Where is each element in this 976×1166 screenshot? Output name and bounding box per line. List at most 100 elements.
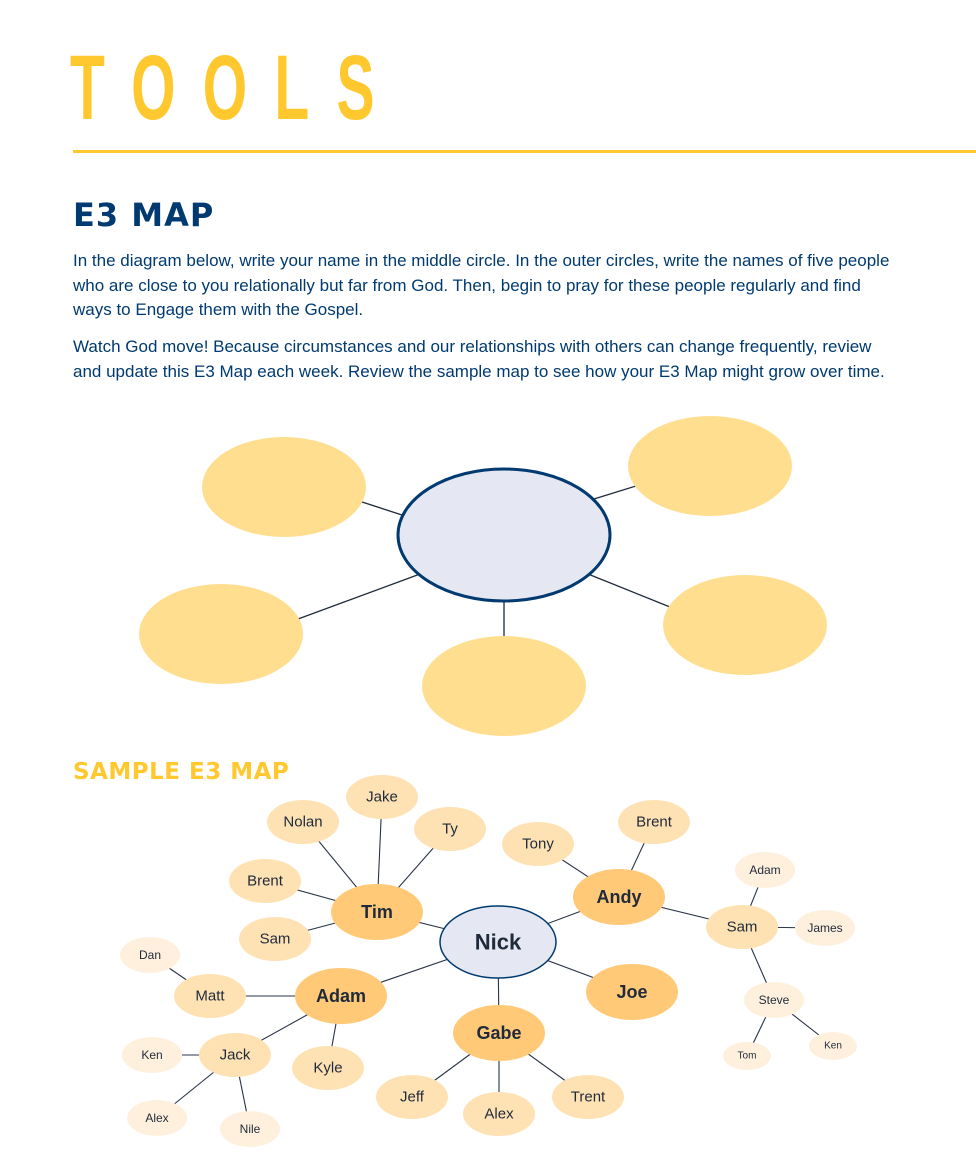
node-ty: Ty — [414, 807, 486, 851]
node-bubble — [346, 775, 418, 819]
node-label: Nile — [240, 1122, 261, 1136]
node-nolan: Nolan — [267, 800, 339, 844]
node-bubble — [376, 1075, 448, 1119]
node-brent1: Brent — [229, 859, 301, 903]
node-label: Nick — [475, 930, 522, 955]
node-bubble — [331, 884, 423, 940]
node-bubble — [439, 905, 557, 979]
blank-outer-circle[interactable] — [663, 575, 827, 675]
node-sam2: Sam — [706, 905, 778, 949]
blank-connector — [358, 500, 403, 516]
node-jake: Jake — [346, 775, 418, 819]
blank-center-circle[interactable] — [396, 467, 612, 603]
node-label: Brent — [247, 873, 284, 890]
node-alex1: Alex — [463, 1092, 535, 1136]
node-tony: Tony — [502, 822, 574, 866]
sample-map-title: SAMPLE E3 MAP — [73, 759, 290, 785]
node-adam1: Adam — [295, 968, 387, 1024]
node-dan: Dan — [120, 937, 180, 973]
blank-outer-circle[interactable] — [628, 416, 792, 516]
node-gabe: Gabe — [453, 1005, 545, 1061]
blank-connector — [593, 485, 637, 500]
node-label: Sam — [260, 931, 291, 948]
blank-outer-circle[interactable] — [422, 636, 586, 736]
node-tom: Tom — [723, 1042, 771, 1070]
node-label: Trent — [571, 1089, 606, 1106]
node-bubble — [453, 1005, 545, 1061]
node-label: Nolan — [283, 814, 322, 831]
node-label: Ty — [442, 821, 458, 838]
node-bubble — [573, 869, 665, 925]
node-bubble — [292, 1046, 364, 1090]
node-label: Matt — [195, 988, 225, 1005]
node-bubble — [122, 1037, 182, 1073]
node-label: Jake — [366, 789, 398, 806]
blank-outer-circle[interactable] — [139, 584, 303, 684]
node-bubble — [795, 910, 855, 946]
node-bubble — [744, 982, 804, 1018]
node-label: Alex — [145, 1111, 168, 1125]
node-sam1: Sam — [239, 917, 311, 961]
node-label: Jeff — [400, 1089, 425, 1106]
node-bubble — [463, 1092, 535, 1136]
node-adam2: Adam — [735, 852, 795, 888]
node-tim: Tim — [331, 884, 423, 940]
blank-outer-circle[interactable] — [202, 437, 366, 537]
node-james: James — [795, 910, 855, 946]
node-matt: Matt — [174, 974, 246, 1018]
node-alex2: Alex — [127, 1100, 187, 1136]
node-label: Alex — [484, 1106, 514, 1123]
node-label: Andy — [597, 887, 642, 907]
node-bubble — [414, 807, 486, 851]
node-bubble — [229, 859, 301, 903]
node-label: Ken — [824, 1041, 842, 1052]
blank-connector — [297, 573, 421, 620]
node-bubble — [618, 800, 690, 844]
node-bubble — [586, 964, 678, 1020]
node-bubble — [127, 1100, 187, 1136]
node-trent: Trent — [552, 1075, 624, 1119]
title-divider — [73, 150, 976, 153]
node-bubble — [239, 917, 311, 961]
node-bubble — [174, 974, 246, 1018]
node-joe: Joe — [586, 964, 678, 1020]
page-title: TOOLS — [70, 37, 402, 139]
node-bubble — [706, 905, 778, 949]
node-label: Joe — [616, 982, 647, 1002]
node-label: Dan — [139, 948, 161, 962]
node-label: James — [807, 921, 842, 935]
node-kyle: Kyle — [292, 1046, 364, 1090]
node-label: Adam — [749, 863, 780, 877]
node-bubble — [723, 1042, 771, 1070]
node-nile: Nile — [220, 1111, 280, 1147]
node-label: Tom — [738, 1051, 757, 1062]
node-label: Adam — [316, 986, 366, 1006]
node-label: Tony — [522, 836, 554, 853]
node-label: Kyle — [313, 1060, 342, 1077]
node-label: Steve — [759, 993, 790, 1007]
node-steve: Steve — [744, 982, 804, 1018]
node-jeff: Jeff — [376, 1075, 448, 1119]
node-jack: Jack — [199, 1033, 271, 1077]
node-bubble — [220, 1111, 280, 1147]
node-ken1: Ken — [809, 1032, 857, 1060]
node-label: Tim — [361, 902, 393, 922]
node-bubble — [552, 1075, 624, 1119]
node-andy: Andy — [573, 869, 665, 925]
node-nick: Nick — [439, 905, 557, 979]
node-label: Brent — [636, 814, 673, 831]
section-title: E3 MAP — [73, 196, 215, 234]
node-bubble — [809, 1032, 857, 1060]
node-bubble — [295, 968, 387, 1024]
instructions-paragraph-1: In the diagram below, write your name in… — [73, 251, 890, 319]
node-label: Sam — [727, 919, 758, 936]
node-bubble — [120, 937, 180, 973]
node-bubble — [735, 852, 795, 888]
node-ken2: Ken — [122, 1037, 182, 1073]
node-bubble — [267, 800, 339, 844]
node-bubble — [502, 822, 574, 866]
node-brent2: Brent — [618, 800, 690, 844]
blank-connector — [587, 573, 671, 608]
